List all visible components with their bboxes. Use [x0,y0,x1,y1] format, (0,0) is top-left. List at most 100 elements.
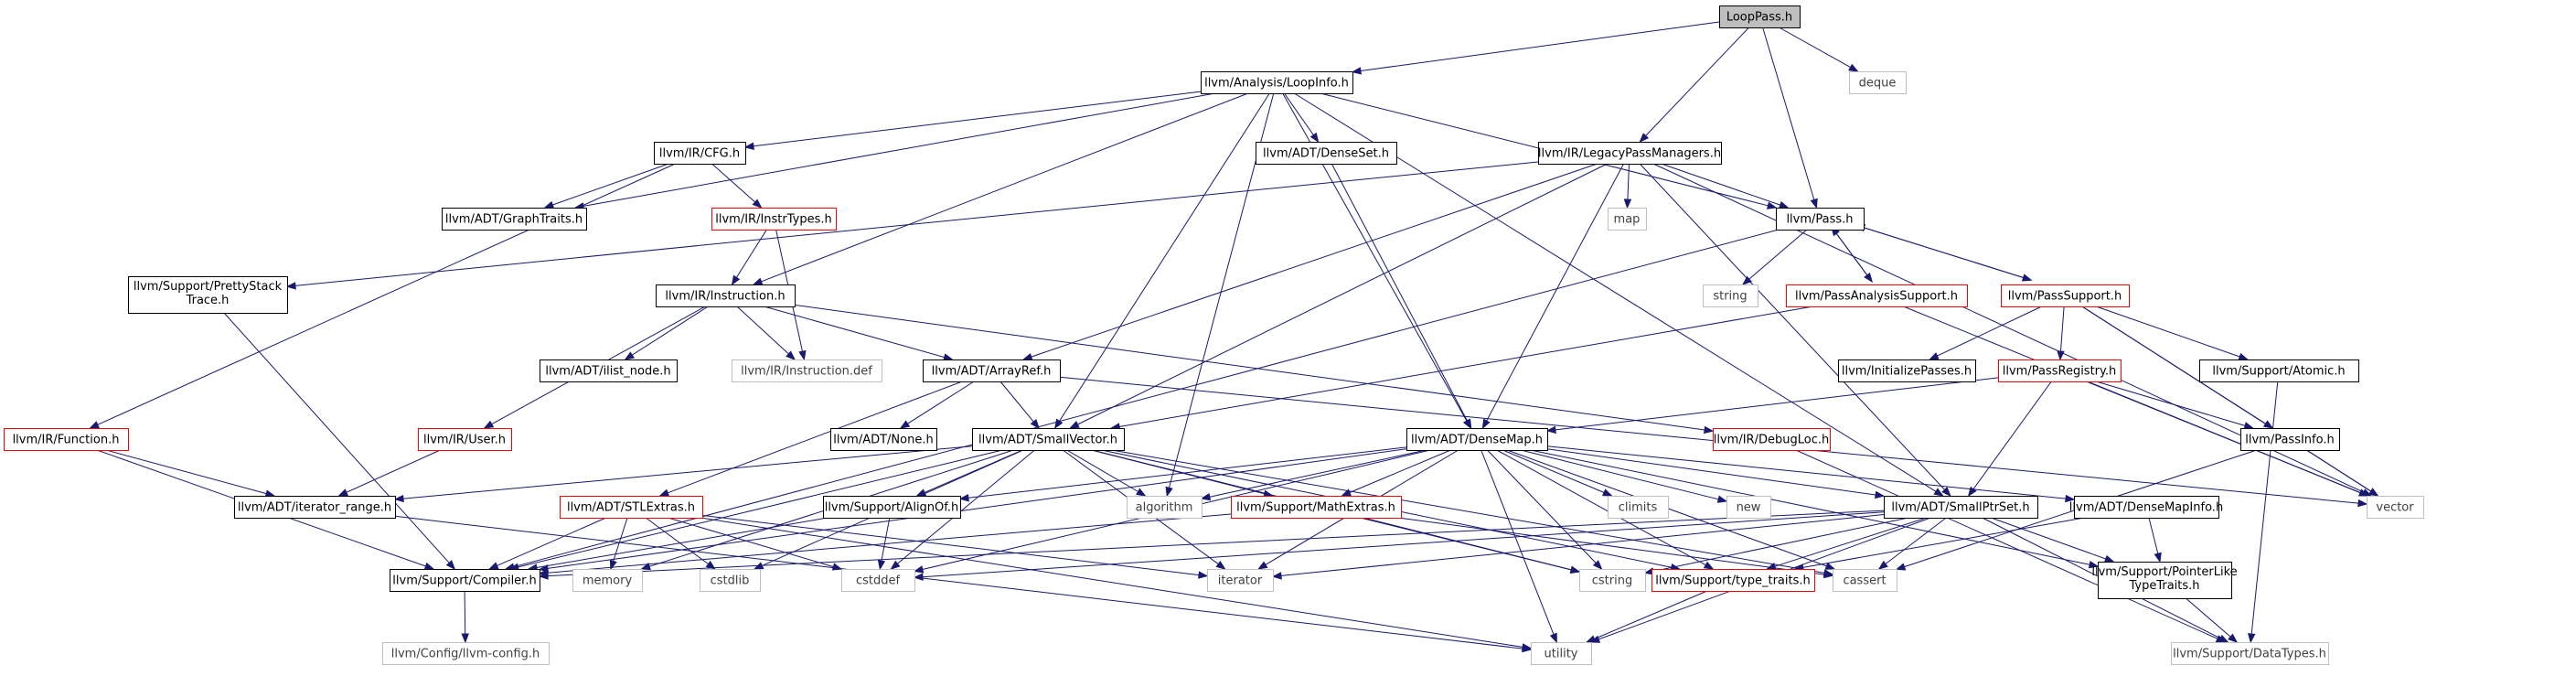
node-llvm-ir-legacypassmanagers-h[interactable]: llvm/IR/LegacyPassManagers.h [1538,142,1722,165]
arrowhead-n25-to-n48 [1549,632,1557,644]
node-label: llvm/ADT/ArrayRef.h [932,365,1052,379]
node-llvm-ir-instrtypes-h[interactable]: llvm/IR/InstrTypes.h [711,208,837,231]
node-box [1833,569,1897,592]
node-llvm-support-type-traits-h[interactable]: llvm/Support/type_traits.h [1651,569,1815,592]
edge-n21-to-n28 [105,449,267,495]
arrowhead-n20-to-n49 [2248,633,2256,644]
node-llvm-ir-function-h[interactable]: llvm/IR/Function.h [4,428,129,451]
arrowhead-n17-to-n23 [899,420,911,429]
node-llvm-initializepasses-h[interactable]: llvm/InitializePasses.h [1838,359,1976,382]
node-llvm-adt-stlextras-h[interactable]: llvm/ADT/STLExtras.h [560,496,703,519]
edge-n24-to-n38 [518,449,1003,568]
node-llvm-adt-graphtraits-h[interactable]: llvm/ADT/GraphTraits.h [442,208,587,231]
edge-n35-to-n44 [1774,517,1927,567]
edge-n2-to-n9 [1627,163,1630,200]
node-box [2098,562,2232,599]
arrowhead-n24-to-n28 [393,494,404,503]
node-llvm-adt-iterator-range-h[interactable]: llvm/ADT/iterator_range.h [234,496,396,519]
arrowhead-n29-to-n38 [488,562,499,570]
edge-n25-to-n36 [1546,445,2067,499]
arrowhead-n24-to-n39 [640,563,651,571]
edge-n25-to-n34 [1521,449,1719,500]
node-box [442,208,587,231]
node-box [2001,284,2130,307]
node-label: llvm/Support/Compiler.h [392,574,536,588]
node-box [654,142,746,165]
node-llvm-adt-denseset-h[interactable]: llvm/ADT/DenseSet.h [1256,142,1397,165]
node-llvm-adt-none-h[interactable]: llvm/ADT/None.h [830,428,937,451]
node-llvm-support-mathextras-h[interactable]: llvm/Support/MathExtras.h [1231,496,1402,519]
edge-n2-to-n25 [1486,163,1625,422]
node-box [700,569,761,592]
node-llvm-passinfo-h[interactable]: llvm/PassInfo.h [2240,428,2340,451]
edge-n1-to-n35 [1294,92,1937,492]
node-label: string [1713,290,1747,304]
node-llvm-adt-arrayref-h[interactable]: llvm/ADT/ArrayRef.h [923,359,1061,382]
edge-n10-to-n38 [223,312,450,563]
node-llvm-passregistry-h[interactable]: llvm/PassRegistry.h [1998,359,2122,382]
arrowhead-n36-to-n46 [2154,552,2162,563]
node-llvm-support-atomic-h[interactable]: llvm/Support/Atomic.h [2199,359,2359,382]
arrowhead-n24-to-n41 [890,560,901,570]
node-llvm-support-compiler-h[interactable]: llvm/Support/Compiler.h [390,569,540,592]
edge-n22-to-n28 [346,449,441,493]
arrowhead-n19-to-n27 [2243,422,2255,430]
node-llvm-support-alignof-h[interactable]: llvm/Support/AlignOf.h [823,496,961,519]
arrowhead-n35-to-n49 [2218,634,2229,643]
node-looppass-h[interactable]: LoopPass.h [1719,5,1801,28]
arrowhead-n14-to-n20 [2238,352,2250,360]
arrowhead-n17-to-n37 [2357,499,2368,508]
edge-n44-to-n48 [1594,590,1707,639]
node-label: llvm/IR/User.h [423,434,506,447]
node-llvm-ir-user-h[interactable]: llvm/IR/User.h [418,428,512,451]
node-box [2171,642,2329,665]
edge-n24-to-n31 [1066,449,1138,492]
arrowhead-n10-to-n38 [445,560,456,571]
node-llvm-passsupport-h[interactable]: llvm/PassSupport.h [2001,284,2130,307]
node-label: llvm/ADT/DenseMapInfo.h [2069,501,2223,515]
edge-n29-to-n38 [497,517,606,566]
edge-n14-to-n18 [1937,306,2042,357]
edge-n1-to-n6 [1283,92,1314,135]
node-llvm-ir-instruction-h[interactable]: llvm/IR/Instruction.h [656,284,796,307]
arrowhead-n2-to-n4 [1778,200,1790,209]
node-llvm-adt-ilist-node-h[interactable]: llvm/ADT/ilist_node.h [540,359,678,382]
arrowhead-n6-to-n25 [1463,418,1472,430]
node-label: deque [1859,77,1897,91]
node-llvm-adt-densemap-h[interactable]: llvm/ADT/DenseMap.h [1406,428,1548,451]
edge-n5-to-n8 [711,163,756,203]
node-llvm-passanalysissupport-h[interactable]: llvm/PassAnalysisSupport.h [1786,284,1968,307]
edge-n19-to-n35 [1972,381,2052,489]
edge-n1-to-n5 [753,91,1202,147]
edge-n30-to-n38 [536,517,828,568]
arrowhead-n25-to-n36 [2065,494,2076,503]
node-box [2199,359,2359,382]
edge-n14-to-n19 [2060,306,2065,352]
node-llvm-adt-densemapinfo-h[interactable]: llvm/ADT/DenseMapInfo.h [2069,496,2223,519]
node-llvm-pass-h[interactable]: llvm/Pass.h [1776,208,1865,231]
node-label: new [1737,501,1761,515]
node-box [923,359,1061,382]
node-box [830,428,937,451]
node-label: cstdlib [711,574,750,588]
node-llvm-analysis-loopinfo-h[interactable]: llvm/Analysis/LoopInfo.h [1201,71,1353,94]
node-new: new [1726,496,1771,519]
arrowhead-n17-to-n29 [658,488,670,497]
node-label: llvm/IR/CFG.h [659,147,740,161]
node-llvm-ir-cfg-h[interactable]: llvm/IR/CFG.h [654,142,746,165]
node-llvm-adt-smallvector-h[interactable]: llvm/ADT/SmallVector.h [972,428,1125,451]
arrowhead-n1-to-n35 [1933,488,1944,497]
edge-layer [89,21,2379,653]
node-llvm-ir-debugloc-h[interactable]: llvm/IR/DebugLoc.h [1713,428,1831,451]
arrowhead-n2-to-n10 [285,282,296,290]
node-box [1998,359,2122,382]
node-box [1884,496,2038,519]
node-llvm-adt-smallptrset-h[interactable]: llvm/ADT/SmallPtrSet.h [1884,496,2038,519]
edge-n1-to-n24 [1059,92,1270,422]
arrowhead-n25-to-n31 [1200,492,1212,501]
edge-n20-to-n49 [2250,381,2279,635]
edge-n0-to-n3 [1779,27,1851,69]
edge-n5-to-n21 [97,163,676,425]
